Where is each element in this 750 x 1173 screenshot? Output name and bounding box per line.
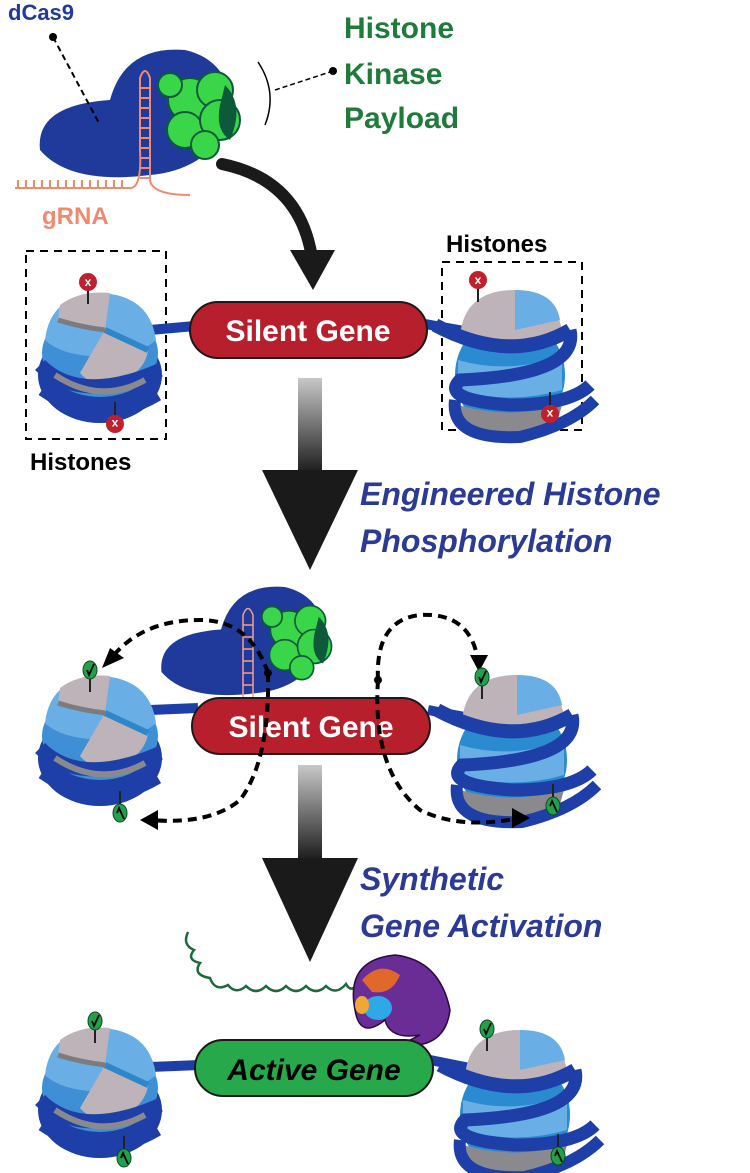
histones-label-left: Histones [30, 449, 131, 476]
step1-label-line2: Phosphorylation [360, 523, 612, 559]
phos-arrow-upper-left [108, 617, 270, 674]
grna-ladder [140, 87, 150, 179]
arrow-shaft-2 [298, 765, 322, 861]
payload-label-line1: Histone [344, 12, 454, 45]
step1-label-line1: Engineered Histone [360, 476, 661, 512]
phos-arrowhead [102, 648, 124, 668]
grna-strand [15, 70, 191, 196]
nucleosome-right-3 [440, 1030, 600, 1173]
silent-gene-label-1: Silent Gene [225, 315, 390, 348]
phos-origin-dot-left [264, 669, 272, 677]
phos-arrowhead [512, 808, 530, 828]
dna-linker-left-3 [149, 1060, 201, 1072]
phos-origin-dot-right [374, 676, 382, 684]
phos-arrowhead [470, 655, 488, 672]
grna-teeth [17, 180, 123, 188]
nucleosome-right-1 [435, 290, 595, 437]
mrna-transcript [184, 931, 362, 993]
dcas9-complex-bound [160, 585, 333, 696]
arrow-head-2 [262, 858, 358, 962]
nucleosome-left-1 [38, 293, 162, 424]
active-gene-label: Active Gene [226, 1054, 400, 1087]
grna-label: gRNA [42, 203, 109, 230]
binding-arrowhead [290, 250, 335, 290]
nucleosome-left-2 [38, 676, 162, 807]
rna-polymerase [352, 954, 451, 1047]
dcas9-label: dCas9 [8, 0, 74, 25]
phos-arrowhead [140, 810, 158, 830]
silent-gene-1: Silent Gene [189, 301, 428, 359]
dna-linker-left-2 [149, 703, 199, 715]
arrow-shaft-1 [298, 378, 322, 474]
dcas9-leader-line [52, 36, 101, 126]
payload-label-line3: Payload [344, 102, 459, 135]
payload-label-line2: Kinase [344, 58, 442, 91]
silent-gene-label-2: Silent Gene [228, 711, 393, 744]
dna-linker-left-1 [149, 321, 196, 335]
payload-pointer-dot [329, 67, 337, 75]
grna-bound [242, 607, 254, 700]
payload-bracket [257, 61, 271, 126]
payload-leader-line [274, 70, 334, 91]
arrow-head-1 [262, 470, 358, 570]
nucleosome-left-3 [38, 1028, 162, 1159]
histones-box-left [25, 250, 167, 440]
silent-gene-2: Silent Gene [191, 697, 431, 755]
phos-arrow-lower-right [375, 679, 521, 825]
nucleosome-right-2 [437, 675, 597, 822]
phosphorylation-arrows [108, 612, 521, 825]
step2-label-line2: Gene Activation [360, 908, 602, 944]
binding-arrow [216, 158, 318, 264]
step2-label-line1: Synthetic [360, 861, 504, 897]
active-gene: Active Gene [194, 1039, 434, 1097]
histones-label-right: Histones [446, 231, 547, 258]
phos-arrow-upper-right [375, 612, 480, 681]
